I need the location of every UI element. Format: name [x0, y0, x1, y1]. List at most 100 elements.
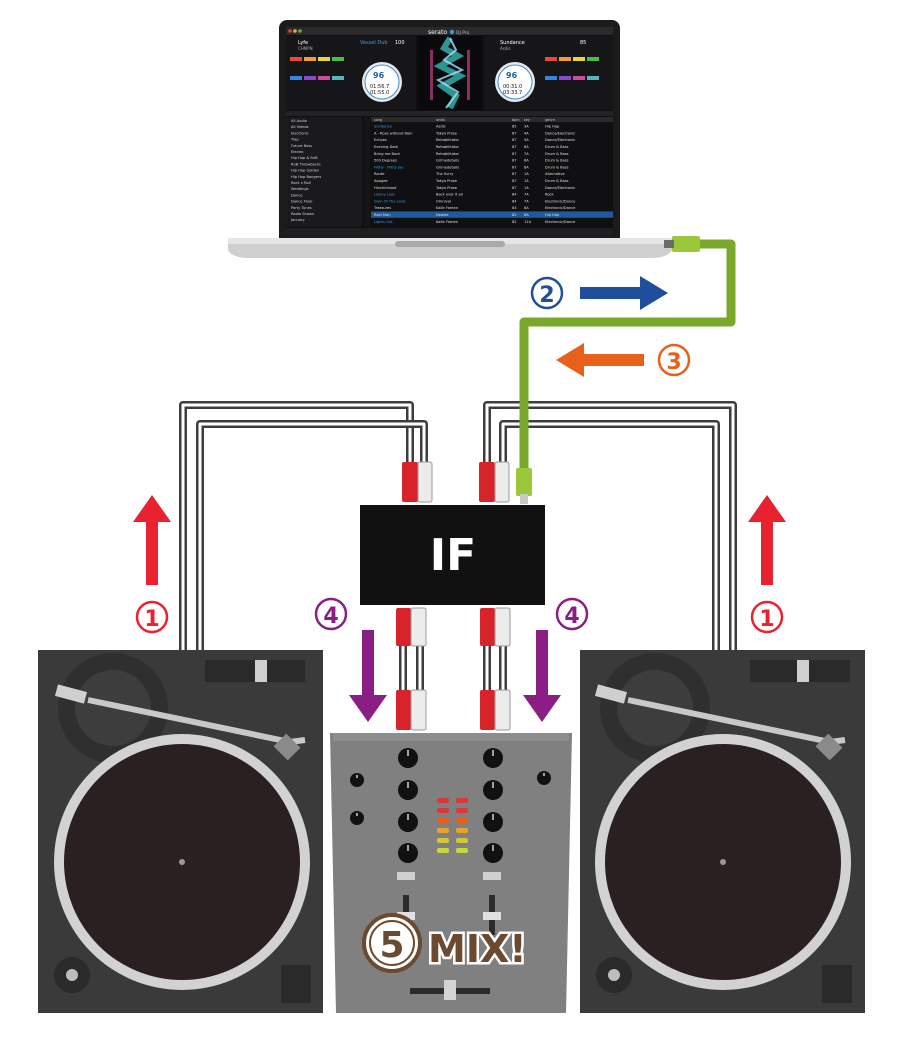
track-cell: Hip Hop [545, 125, 560, 129]
track-cell: Rehabilitator [436, 152, 460, 156]
crate-item[interactable]: All Audio [291, 119, 307, 123]
crate-item[interactable]: Trap [290, 138, 299, 142]
meter-segment [456, 818, 468, 823]
step3-number: 3 [666, 350, 681, 375]
column-header[interactable]: bpm [512, 118, 520, 122]
crate-panel [286, 117, 362, 227]
deck-left-time2: 01:55.0 [370, 90, 389, 96]
mixer-knob[interactable] [483, 843, 503, 863]
mixer-knob[interactable] [350, 773, 364, 787]
track-cell: Apogee [374, 179, 388, 183]
crate-item[interactable]: Party Tunes [291, 206, 312, 210]
track-cell: 11A [524, 220, 532, 224]
deck-left-artist: CHMPN [298, 46, 313, 51]
step4-badge [314, 597, 348, 631]
crate-item[interactable]: Dance Floor [291, 200, 313, 204]
step4-number: 4 [564, 604, 579, 629]
track-cell: 5A [524, 138, 529, 142]
step1-number: 1 [759, 607, 774, 632]
track-cell: 87 [512, 179, 517, 183]
track-cell: 1A [524, 179, 529, 183]
step3-badge [657, 343, 691, 377]
crate-item[interactable]: Future Bass [291, 144, 312, 148]
deck-left: Lyfe CHMPN Vessel Dub 100 96 01:56.7 01:… [286, 36, 416, 110]
column-header[interactable]: artist [436, 118, 446, 122]
crate-item[interactable]: Radio Shows [291, 212, 314, 216]
column-header[interactable]: song [374, 118, 382, 122]
meter-segment [437, 808, 449, 813]
usb-plug-if [516, 468, 532, 496]
crate-item[interactable]: RnB Throwbacks [291, 162, 321, 166]
track-cell: 83 [512, 206, 517, 210]
interface-label: IF [430, 530, 476, 581]
track-cell: A - Rose without Rain [374, 131, 412, 135]
mixer-knob[interactable] [483, 812, 503, 832]
track-cell: 87 [512, 131, 517, 135]
deck-left-big-bpm: 96 [373, 71, 385, 80]
mixer-knob[interactable] [350, 811, 364, 825]
track-cell: 87 [512, 138, 517, 142]
track-cell: Hinchinhood [374, 186, 396, 190]
meter-segment [437, 848, 449, 853]
turntable-right [580, 650, 865, 1013]
track-cell: 87 [512, 172, 517, 176]
crate-item[interactable]: Weddings [291, 187, 309, 191]
crate-item[interactable]: Electro [291, 150, 303, 154]
track-cell: 87 [512, 165, 517, 169]
track-cell: Evening Dark [374, 145, 399, 149]
track-cell: Nealee [436, 213, 449, 217]
crate-item[interactable]: Hip Hop Golden [291, 169, 319, 173]
meter-segment [456, 848, 468, 853]
track-cell: 87 [512, 152, 517, 156]
step2: 2 [530, 276, 668, 310]
mixer-knob[interactable] [398, 748, 418, 768]
serato-screen: serato DJ Pro Lyfe CHMPN Vessel Dub 100 [286, 27, 613, 235]
track-cell: 6A [524, 145, 529, 149]
mixer-knob[interactable] [537, 771, 551, 785]
column-header[interactable]: key [524, 118, 530, 122]
crate-item[interactable]: Hip Hop Bangers [291, 175, 321, 179]
mixer-knob[interactable] [398, 812, 418, 832]
crate-item[interactable]: Rock n Roll [291, 181, 311, 185]
deck-left-track: Vessel Dub [360, 40, 388, 46]
step4-left: 4 [314, 597, 387, 722]
crate-item[interactable]: January [290, 218, 305, 222]
track-cell: 87 [512, 186, 517, 190]
arrow-up-red [133, 495, 171, 585]
column-header[interactable]: genre [545, 118, 555, 122]
mixer-knob[interactable] [483, 780, 503, 800]
track-cell: 4A [524, 131, 529, 135]
track-cell: Drum & Bass [545, 145, 569, 149]
crate-item[interactable]: Electronic [291, 131, 309, 135]
mixer [330, 733, 572, 1013]
mixer-knob[interactable] [398, 780, 418, 800]
crate-item[interactable]: Hip Hop & RnB [291, 156, 318, 160]
arrow-up-red [748, 495, 786, 585]
mixer-knob[interactable] [398, 843, 418, 863]
mixer-knob[interactable] [483, 748, 503, 768]
track-cell: Grimedetails [436, 165, 459, 169]
track-cell: Electronic/Dance [545, 199, 576, 203]
step4-number: 4 [323, 604, 338, 629]
arrow-down-purple [523, 630, 561, 722]
crate-item[interactable]: All Videos [291, 125, 309, 129]
track-cell: 6A [524, 213, 529, 217]
track-cell: Hip Hop [545, 213, 560, 217]
crate-item[interactable]: Dance [291, 193, 303, 197]
